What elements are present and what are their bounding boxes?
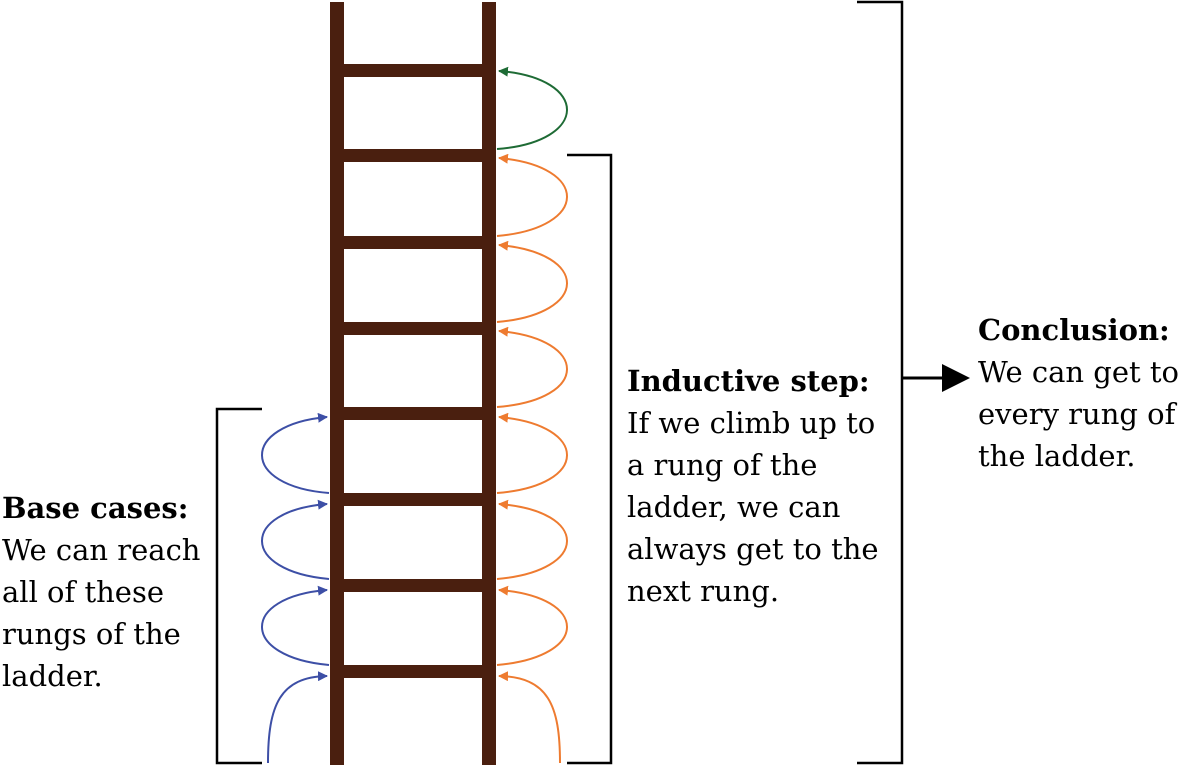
base-loop-arrow	[261, 499, 330, 580]
base-cases-label: Base cases: We can reach all of these ru…	[2, 487, 200, 697]
inductive-step-bracket	[567, 153, 613, 765]
ladder-rung	[344, 579, 482, 592]
inductive-step-label: Inductive step: If we climb up to a rung…	[627, 360, 879, 612]
ladder-rung	[344, 149, 482, 162]
ladder-right-rail	[482, 2, 496, 765]
base-loop-arrow	[261, 585, 330, 666]
ladder-rung	[344, 665, 482, 678]
step-loop-arrow	[496, 499, 568, 580]
conclusion-line: We can get to	[978, 355, 1179, 389]
ladder	[330, 2, 496, 765]
step-loop-arrow	[496, 153, 568, 237]
inductive-step-line: If we climb up to	[627, 406, 876, 440]
inductive-step-heading: Inductive step:	[627, 364, 870, 398]
conclusion-heading: Conclusion:	[978, 313, 1170, 347]
base-cases-line: all of these	[2, 575, 165, 609]
base-cases-line: rungs of the	[2, 617, 181, 651]
inductive-step-arrows	[496, 153, 568, 764]
base-entry-arrow	[267, 671, 328, 764]
step-loop-arrow	[496, 240, 568, 323]
ladder-rung	[344, 322, 482, 335]
base-cases-heading: Base cases:	[2, 491, 189, 525]
final-rung-arrow	[496, 66, 568, 150]
conclusion-bracket	[857, 0, 904, 765]
ladder-rung	[344, 493, 482, 506]
inductive-step-line: a rung of the	[627, 448, 818, 482]
conclusion-label: Conclusion: We can get to every rung of …	[978, 309, 1179, 477]
conclusion-line: every rung of	[978, 397, 1176, 431]
ladder-rung	[344, 64, 482, 77]
base-loop-arrow	[261, 412, 330, 494]
inductive-step-line: next rung.	[627, 574, 780, 608]
ladder-left-rail	[330, 2, 344, 765]
base-cases-line: We can reach	[2, 533, 201, 567]
inductive-step-line: ladder, we can	[627, 490, 841, 524]
ladder-rung	[344, 236, 482, 249]
conclusion-arrow	[902, 364, 970, 392]
step-entry-arrow	[498, 671, 561, 764]
step-loop-arrow	[496, 326, 568, 408]
brackets	[215, 0, 904, 765]
base-cases-bracket	[215, 407, 262, 765]
base-case-arrows	[261, 412, 330, 764]
conclusion-line: the ladder.	[978, 439, 1136, 473]
ladder-rung	[344, 407, 482, 420]
inductive-step-line: always get to the	[627, 532, 879, 566]
step-loop-arrow	[496, 585, 568, 666]
step-loop-arrow	[496, 412, 568, 494]
base-cases-line: ladder.	[2, 659, 103, 693]
